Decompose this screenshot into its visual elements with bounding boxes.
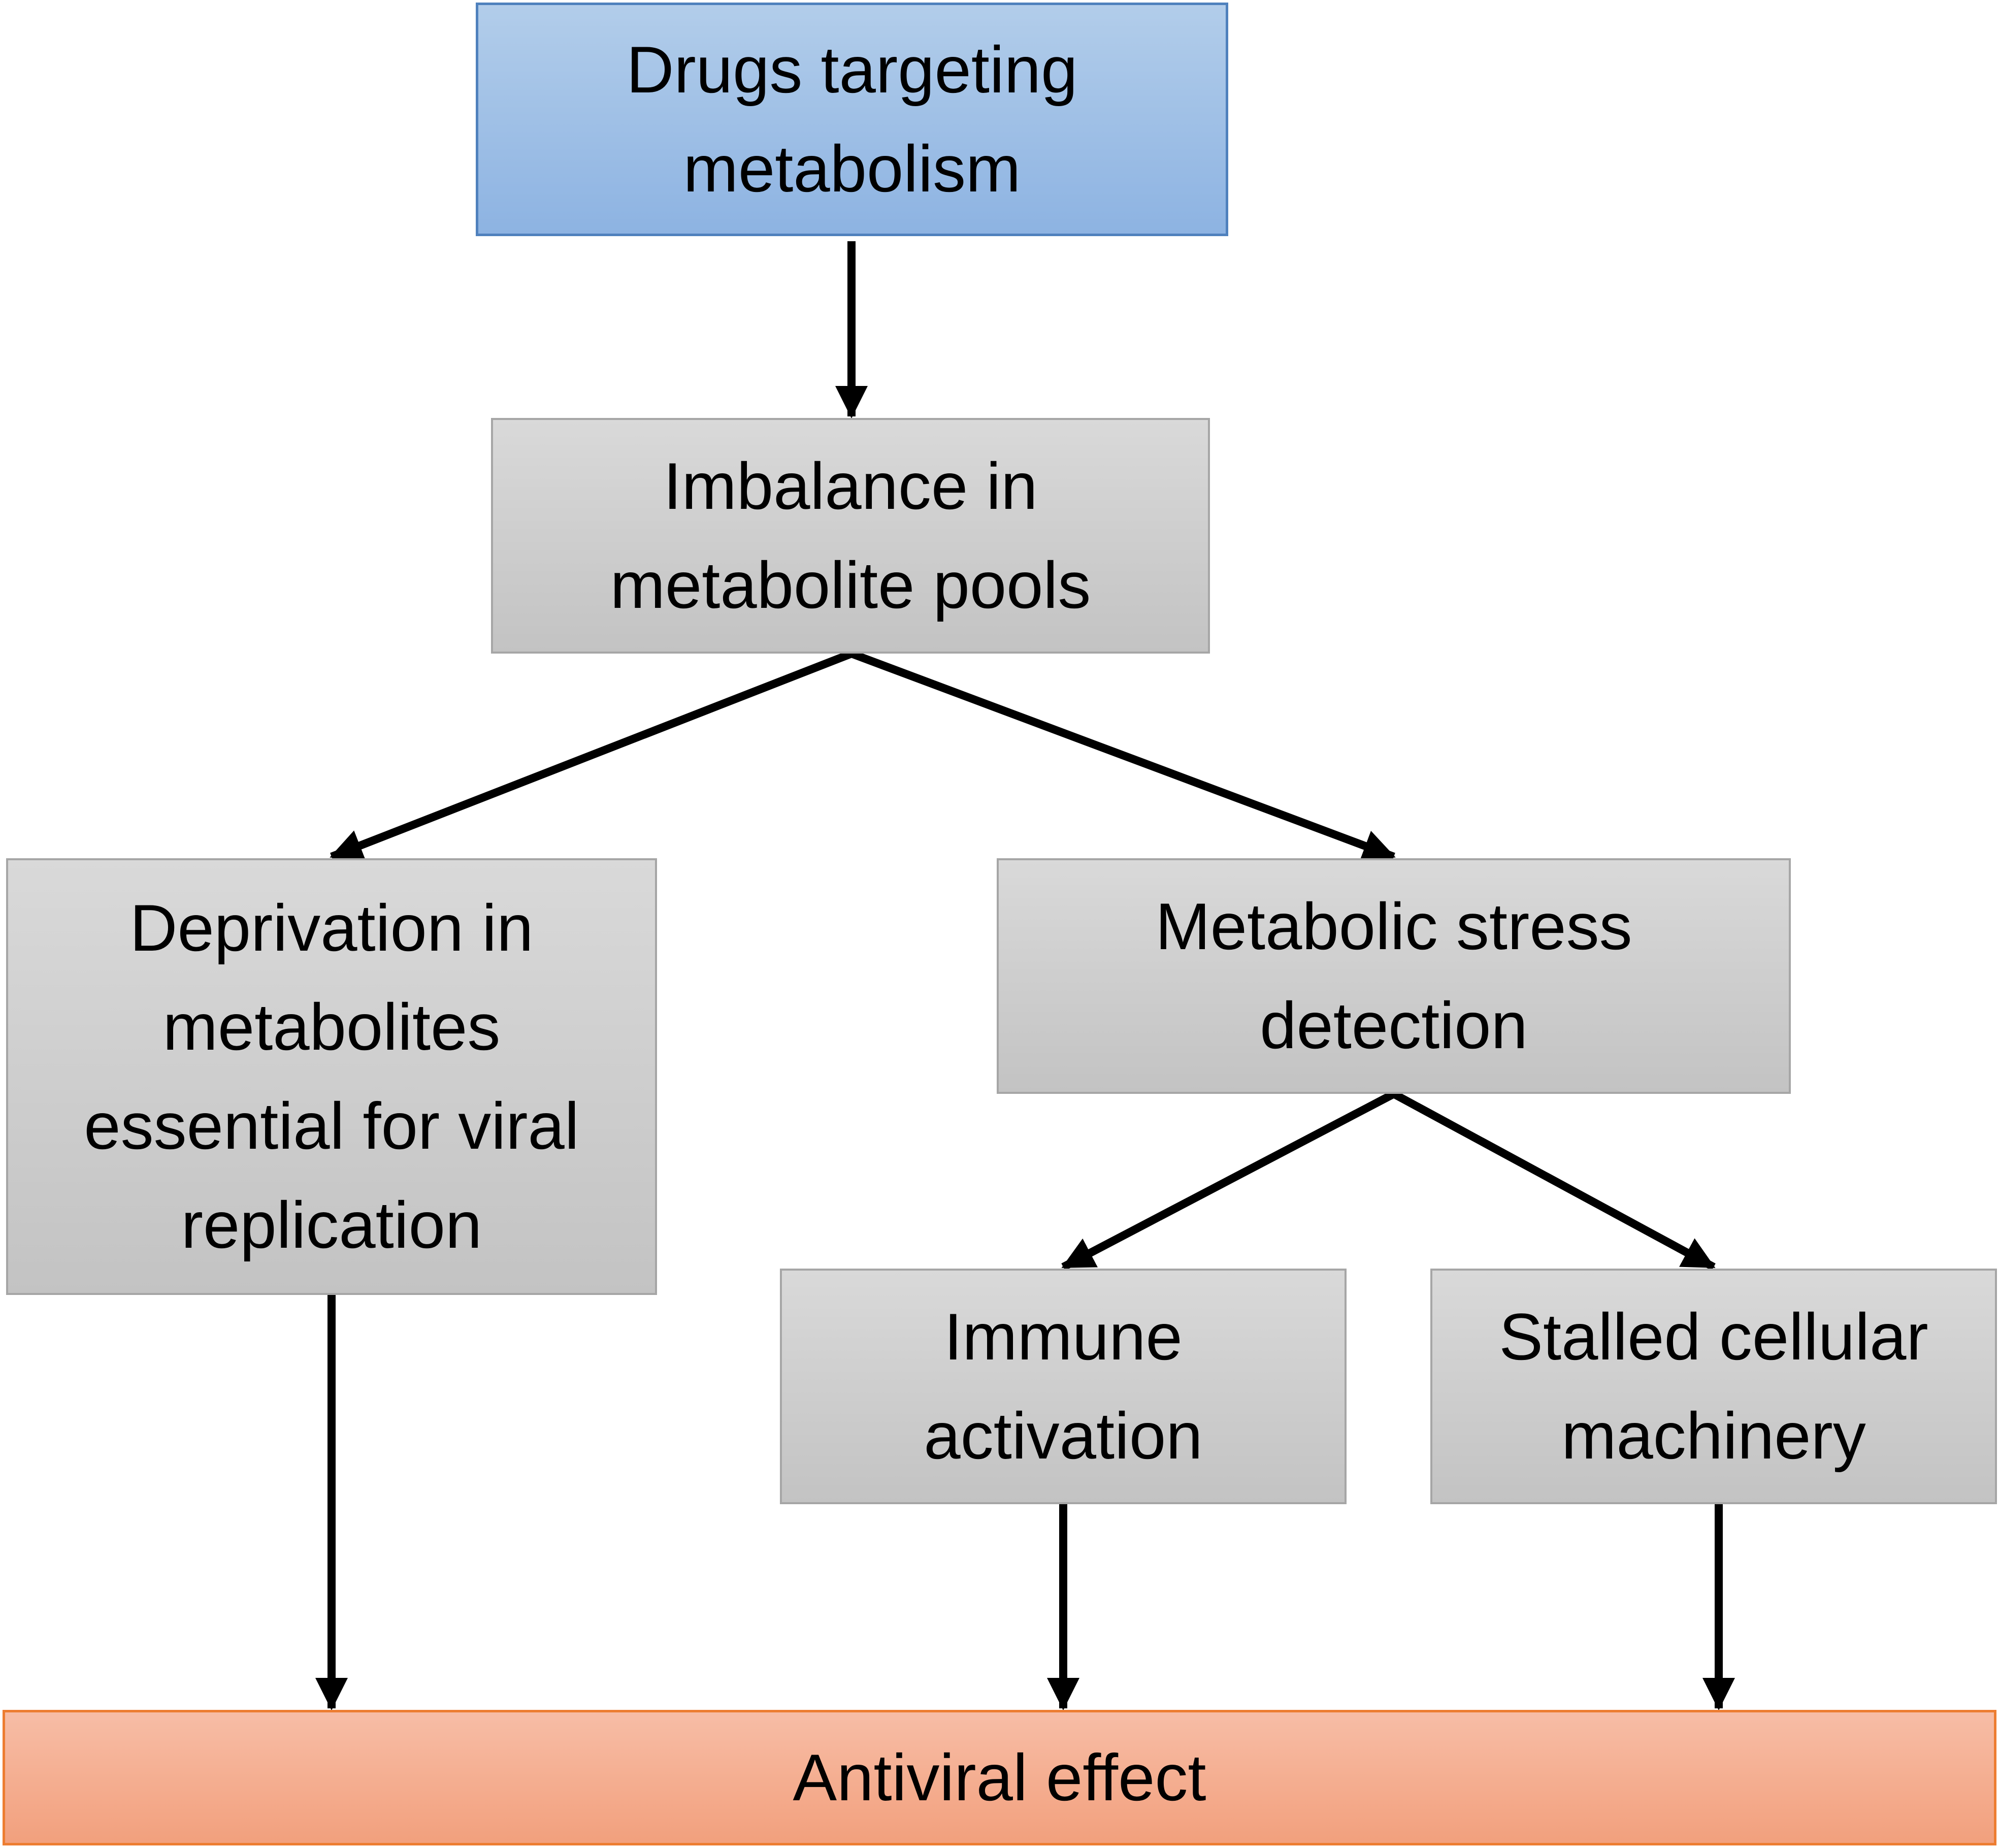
node-antiviral-effect: Antiviral effect	[3, 1710, 1996, 1845]
node-stalled-cellular-machinery: Stalled cellular machinery	[1430, 1269, 1997, 1504]
arrow-stress-to-stalled	[1392, 1090, 1716, 1271]
node-deprivation-label: Deprivation in metabolites essential for…	[84, 891, 579, 1262]
node-drugs-targeting-metabolism: Drugs targeting metabolism	[476, 3, 1228, 236]
arrow-imbalance-to-deprivation	[330, 650, 853, 861]
node-stalled-label: Stalled cellular machinery	[1499, 1300, 1928, 1473]
node-metabolic-stress-detection: Metabolic stress detection	[997, 858, 1791, 1094]
node-imbalance-label: Imbalance in metabolite pools	[610, 449, 1091, 622]
node-drugs-label: Drugs targeting metabolism	[626, 33, 1078, 206]
arrow-stress-to-immune	[1061, 1090, 1396, 1271]
node-antiviral-label: Antiviral effect	[793, 1740, 1206, 1814]
node-imbalance-metabolite-pools: Imbalance in metabolite pools	[491, 418, 1210, 654]
node-immune-activation: Immune activation	[780, 1269, 1347, 1504]
node-stress-label: Metabolic stress detection	[1155, 889, 1632, 1062]
node-deprivation-metabolites: Deprivation in metabolites essential for…	[6, 858, 657, 1295]
node-immune-label: Immune activation	[924, 1300, 1203, 1473]
arrow-imbalance-to-stress	[850, 650, 1396, 861]
